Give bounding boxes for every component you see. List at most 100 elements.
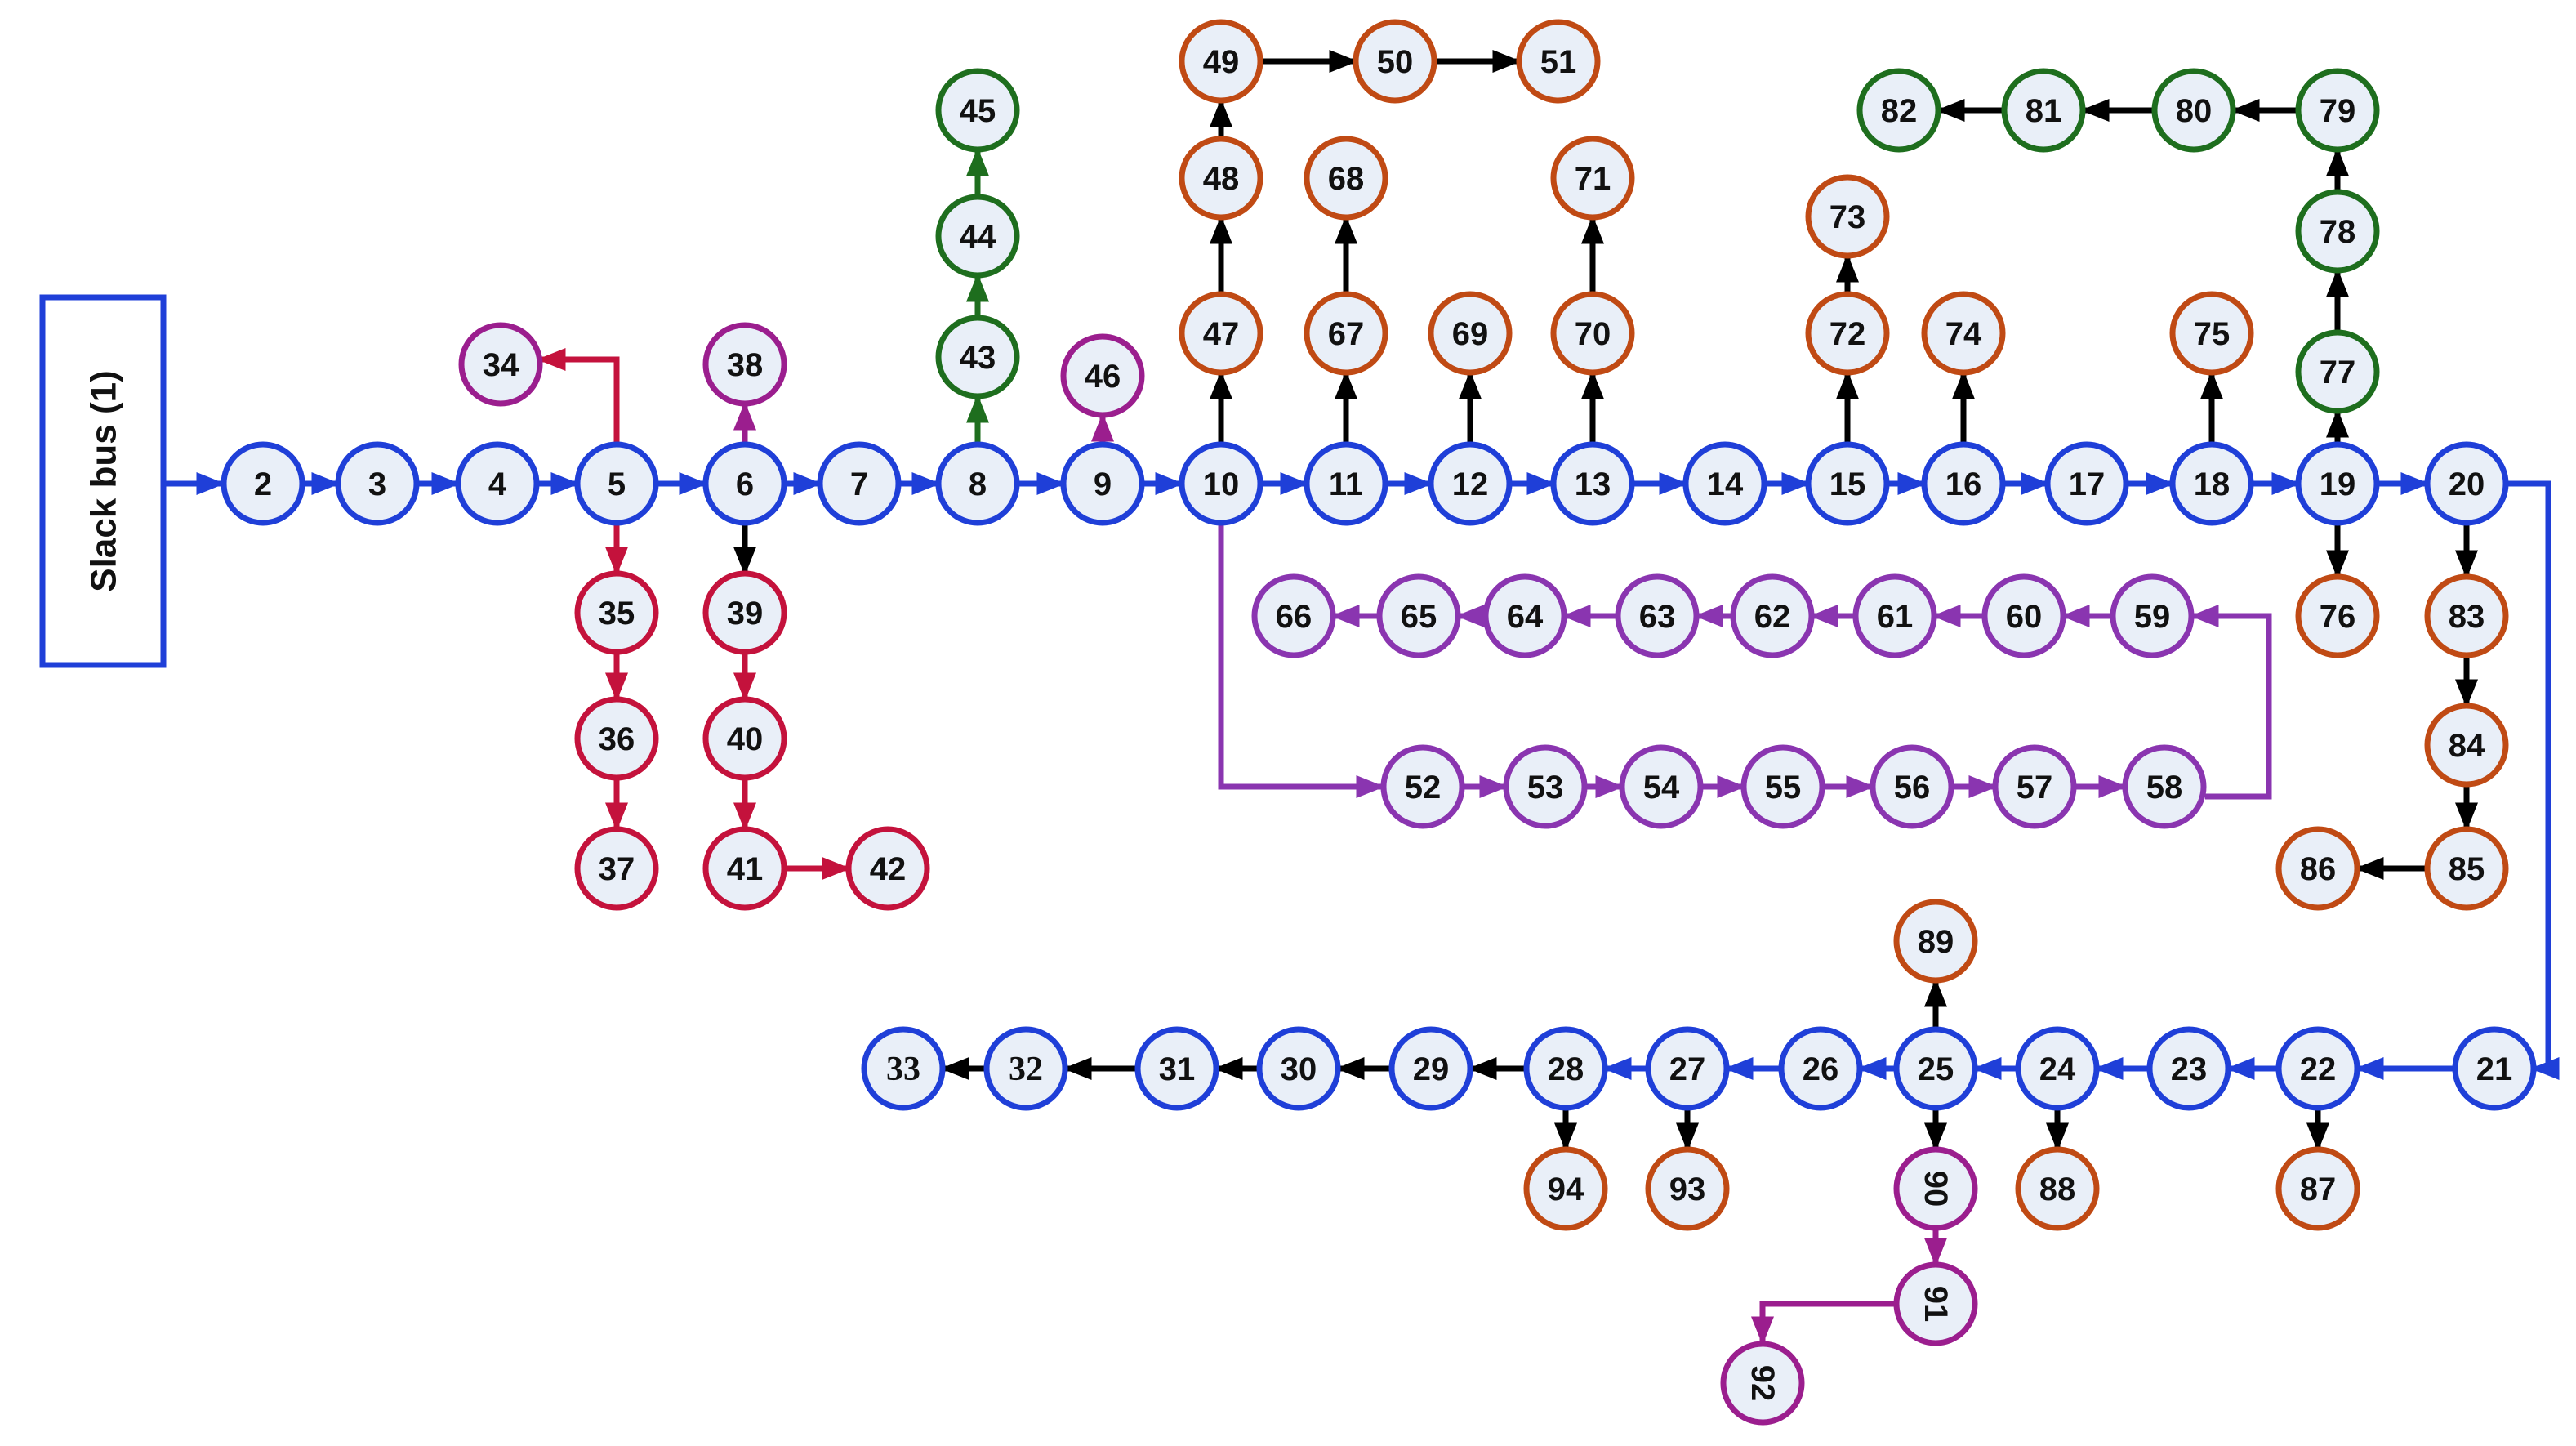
- bus-circle-67: [1304, 291, 1388, 376]
- bus-node-17: 17: [2044, 441, 2129, 526]
- bus-node-73: 73: [1805, 174, 1890, 259]
- bus-label-28: 28: [1548, 1051, 1584, 1087]
- bus-label-60: 60: [2006, 599, 2043, 635]
- bus-circle-39: [702, 570, 787, 655]
- bus-label-4: 4: [488, 466, 507, 502]
- bus-label-45: 45: [960, 93, 996, 129]
- bus-node-52: 52: [1380, 744, 1465, 829]
- bus-label-41: 41: [727, 851, 764, 887]
- bus-circle-88: [2015, 1146, 2100, 1231]
- bus-node-39: 39: [702, 570, 787, 655]
- bus-node-14: 14: [1682, 441, 1767, 526]
- bus-circle-6: [702, 441, 787, 526]
- bus-label-87: 87: [2300, 1172, 2337, 1207]
- bus-label-88: 88: [2039, 1172, 2076, 1207]
- bus-circle-17: [2044, 441, 2129, 526]
- bus-node-11: 11: [1304, 441, 1388, 526]
- bus-node-81: 81: [2001, 68, 2086, 153]
- bus-circle-51: [1516, 19, 1601, 104]
- bus-circle-5: [574, 441, 659, 526]
- bus-circle-68: [1304, 136, 1388, 221]
- bus-node-70: 70: [1550, 291, 1635, 376]
- bus-circle-32: [983, 1026, 1068, 1111]
- bus-circle-56: [1870, 744, 1954, 829]
- bus-label-11: 11: [1329, 466, 1363, 502]
- bus-circle-72: [1805, 291, 1890, 376]
- bus-node-63: 63: [1615, 573, 1700, 658]
- bus-label-74: 74: [1945, 316, 1982, 352]
- bus-label-13: 13: [1575, 466, 1611, 502]
- bus-label-57: 57: [2017, 770, 2053, 806]
- bus-circle-71: [1550, 136, 1635, 221]
- bus-label-59: 59: [2134, 599, 2171, 635]
- bus-node-58: 58: [2122, 744, 2207, 829]
- bus-label-27: 27: [1669, 1051, 1706, 1087]
- bus-node-74: 74: [1921, 291, 2006, 376]
- bus-circle-65: [1376, 573, 1461, 658]
- bus-node-55: 55: [1740, 744, 1825, 829]
- bus-node-76: 76: [2295, 573, 2380, 658]
- bus-node-18: 18: [2169, 441, 2254, 526]
- bus-label-23: 23: [2171, 1051, 2208, 1087]
- bus-label-77: 77: [2320, 355, 2356, 391]
- bus-label-22: 22: [2300, 1051, 2337, 1087]
- bus-node-8: 8: [935, 441, 1020, 526]
- bus-label-73: 73: [1829, 199, 1866, 235]
- bus-label-30: 30: [1281, 1051, 1317, 1087]
- bus-circle-86: [2275, 826, 2360, 911]
- bus-node-51: 51: [1516, 19, 1601, 104]
- bus-circle-87: [2275, 1146, 2360, 1231]
- bus-label-66: 66: [1276, 599, 1313, 635]
- bus-circle-30: [1256, 1026, 1341, 1111]
- bus-circle-23: [2146, 1026, 2231, 1111]
- bus-node-71: 71: [1550, 136, 1635, 221]
- bus-node-32: 32: [983, 1026, 1068, 1111]
- bus-label-51: 51: [1540, 44, 1577, 80]
- bus-circle-60: [1981, 573, 2066, 658]
- bus-circle-43: [935, 315, 1020, 399]
- bus-label-35: 35: [599, 596, 635, 632]
- bus-label-16: 16: [1945, 466, 1982, 502]
- bus-circle-14: [1682, 441, 1767, 526]
- bus-label-32: 32: [1009, 1051, 1043, 1088]
- bus-circle-2: [221, 441, 305, 526]
- bus-label-10: 10: [1203, 466, 1240, 502]
- bus-label-55: 55: [1765, 770, 1802, 806]
- bus-circle-50: [1353, 19, 1437, 104]
- bus-node-41: 41: [702, 826, 787, 911]
- bus-node-64: 64: [1482, 573, 1567, 658]
- bus-label-80: 80: [2176, 93, 2213, 129]
- bus-circle-35: [574, 570, 659, 655]
- bus-node-87: 87: [2275, 1146, 2360, 1231]
- bus-node-50: 50: [1353, 19, 1437, 104]
- bus-label-6: 6: [736, 466, 754, 502]
- bus-label-85: 85: [2449, 851, 2485, 887]
- bus-node-24: 24: [2015, 1026, 2100, 1111]
- bus-circle-64: [1482, 573, 1567, 658]
- edge-91-92: [1751, 1301, 1896, 1346]
- bus-node-69: 69: [1428, 291, 1513, 376]
- bus-label-15: 15: [1829, 466, 1866, 502]
- bus-node-77: 77: [2295, 329, 2380, 414]
- bus-label-20: 20: [2449, 466, 2485, 502]
- bus-node-2: 2: [221, 441, 305, 526]
- bus-label-67: 67: [1328, 316, 1365, 352]
- bus-node-80: 80: [2151, 68, 2236, 153]
- bus-circle-38: [702, 322, 787, 407]
- bus-node-60: 60: [1981, 573, 2066, 658]
- bus-circle-48: [1179, 136, 1263, 221]
- bus-circle-52: [1380, 744, 1465, 829]
- bus-node-49: 49: [1179, 19, 1263, 104]
- bus-circle-74: [1921, 291, 2006, 376]
- bus-node-38: 38: [702, 322, 787, 407]
- bus-node-10: 10: [1179, 441, 1263, 526]
- bus-label-48: 48: [1203, 161, 1240, 197]
- bus-circle-24: [2015, 1026, 2100, 1111]
- bus-node-4: 4: [455, 441, 540, 526]
- bus-node-43: 43: [935, 315, 1020, 399]
- bus-label-24: 24: [2039, 1051, 2076, 1087]
- bus-label-70: 70: [1575, 316, 1611, 352]
- bus-label-50: 50: [1377, 44, 1414, 80]
- bus-label-7: 7: [850, 466, 868, 502]
